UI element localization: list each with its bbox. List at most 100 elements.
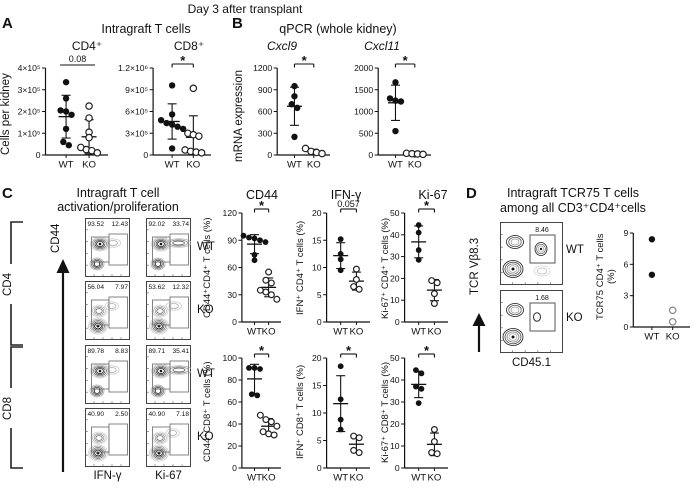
- contour-ring: [95, 435, 103, 441]
- contour-ring: [91, 320, 105, 332]
- gate-left-value: 89.71: [149, 348, 166, 355]
- y-tick-label: 20: [390, 273, 400, 283]
- y-tick-label: 40: [390, 375, 400, 385]
- contour-ring: [92, 432, 106, 444]
- y-tick-label: 20: [312, 208, 322, 218]
- y-tick-label: 0: [395, 317, 400, 327]
- contour-ring: [155, 322, 163, 330]
- data-point: [265, 430, 273, 438]
- ylabel-cd44-cd8: CD44⁺CD8⁺ T cells (%): [202, 361, 213, 463]
- gate-right: [169, 423, 189, 456]
- y-tick-label: 9×10⁵: [125, 85, 148, 95]
- contour-ring: [150, 445, 168, 461]
- y-tick-label: 20: [227, 441, 237, 451]
- data-point: [350, 283, 358, 291]
- data-point: [262, 276, 270, 284]
- flow-row-label-wt-cd4: WT: [197, 241, 215, 253]
- contour-core: [511, 335, 515, 339]
- panel-c-label: C: [2, 185, 13, 202]
- contour-ring: [153, 305, 167, 317]
- x-group-label: KO: [262, 473, 276, 484]
- panel-a-subtitle-cd8: CD8⁺: [173, 39, 205, 53]
- y-tick-label: 6×10⁵: [125, 107, 148, 117]
- x-group-label: KO: [427, 473, 441, 484]
- data-point: [257, 366, 263, 372]
- panel-a-title: Intragraft T cells: [101, 22, 191, 36]
- contour-ring: [104, 301, 119, 311]
- data-point: [337, 363, 344, 370]
- data-point: [430, 290, 438, 298]
- column-header-ki67: Ki-67: [418, 188, 448, 202]
- flow-row-label-ko-cd8: KO: [197, 431, 214, 443]
- flow-row-label-ko-cd4: KO: [197, 304, 214, 316]
- gate-right: [169, 233, 189, 266]
- panel-a-y-axis-label: Cells per kidney: [0, 73, 12, 155]
- data-point: [288, 101, 295, 108]
- data-point: [251, 235, 258, 242]
- y-tick-label: 15: [312, 235, 322, 245]
- panel-d-title-line1: Intragraft TCR75 T cells: [506, 186, 639, 200]
- column-header-cd44: CD44: [246, 188, 278, 202]
- flow-plot-tcr75-ko: 1.68: [500, 290, 563, 353]
- y-tick-label: 6: [624, 259, 629, 269]
- data-point: [428, 449, 436, 457]
- contour-ring: [152, 237, 170, 251]
- y-tick-label: 40: [390, 230, 400, 240]
- data-point: [668, 306, 677, 315]
- data-point: [240, 232, 247, 239]
- y-tick-label: 0: [317, 463, 322, 473]
- contour-ring: [151, 304, 169, 318]
- contour-ring: [534, 242, 548, 256]
- y-tick-label: 30: [227, 290, 237, 300]
- contour-ring: [154, 306, 166, 315]
- contour-ring: [506, 331, 520, 343]
- contour-ring: [508, 333, 518, 341]
- contour-ring: [152, 258, 164, 270]
- sig-label: *: [424, 343, 430, 358]
- contour-ring: [504, 329, 522, 345]
- flow-plot-tcr75-wt: 8.46: [500, 222, 563, 285]
- y-tick-label: 1.2×10⁶: [118, 63, 149, 73]
- x-group-label: WT: [388, 160, 403, 171]
- y-tick-label: 4×10⁵: [18, 63, 41, 73]
- sig-label: *: [302, 53, 308, 68]
- y-tick-label: 15: [312, 381, 322, 391]
- data-point: [318, 149, 326, 158]
- data-point: [294, 104, 301, 112]
- data-point: [57, 107, 64, 114]
- y-tick-label: 90: [227, 235, 237, 245]
- contour-ring: [156, 435, 164, 441]
- y-tick-label: 0: [232, 317, 237, 327]
- gate-right-value: 12.32: [172, 284, 189, 291]
- data-point: [415, 229, 422, 236]
- data-point: [355, 434, 363, 442]
- y-tick-label: 50: [390, 353, 400, 363]
- panel-b-gene-cxcl9: Cxcl9: [266, 39, 297, 53]
- data-point: [267, 418, 275, 426]
- y-tick-label: 40: [227, 419, 237, 429]
- gate-right: [108, 233, 128, 266]
- contour-ring: [150, 257, 166, 271]
- gate: [529, 234, 556, 264]
- data-point: [337, 250, 344, 257]
- y-tick-label: 3×10⁵: [18, 85, 41, 95]
- contour-ring: [508, 236, 522, 248]
- flow-x-label-cd451: CD45.1: [512, 357, 551, 369]
- ylabel-tcr75-line2: (%): [606, 269, 617, 285]
- data-point: [62, 78, 70, 86]
- x-group-label: KO: [349, 473, 363, 484]
- data-point: [168, 111, 176, 118]
- y-tick-label: 30: [390, 252, 400, 262]
- contour-ring: [153, 432, 167, 444]
- x-group-label: KO: [262, 327, 276, 338]
- contour-core: [511, 267, 515, 271]
- gate-left-value: 89.78: [88, 348, 105, 355]
- contour-ring: [89, 384, 105, 398]
- data-point: [93, 149, 102, 157]
- data-point: [337, 236, 344, 243]
- data-point: [352, 265, 360, 273]
- contour-ring: [104, 238, 121, 248]
